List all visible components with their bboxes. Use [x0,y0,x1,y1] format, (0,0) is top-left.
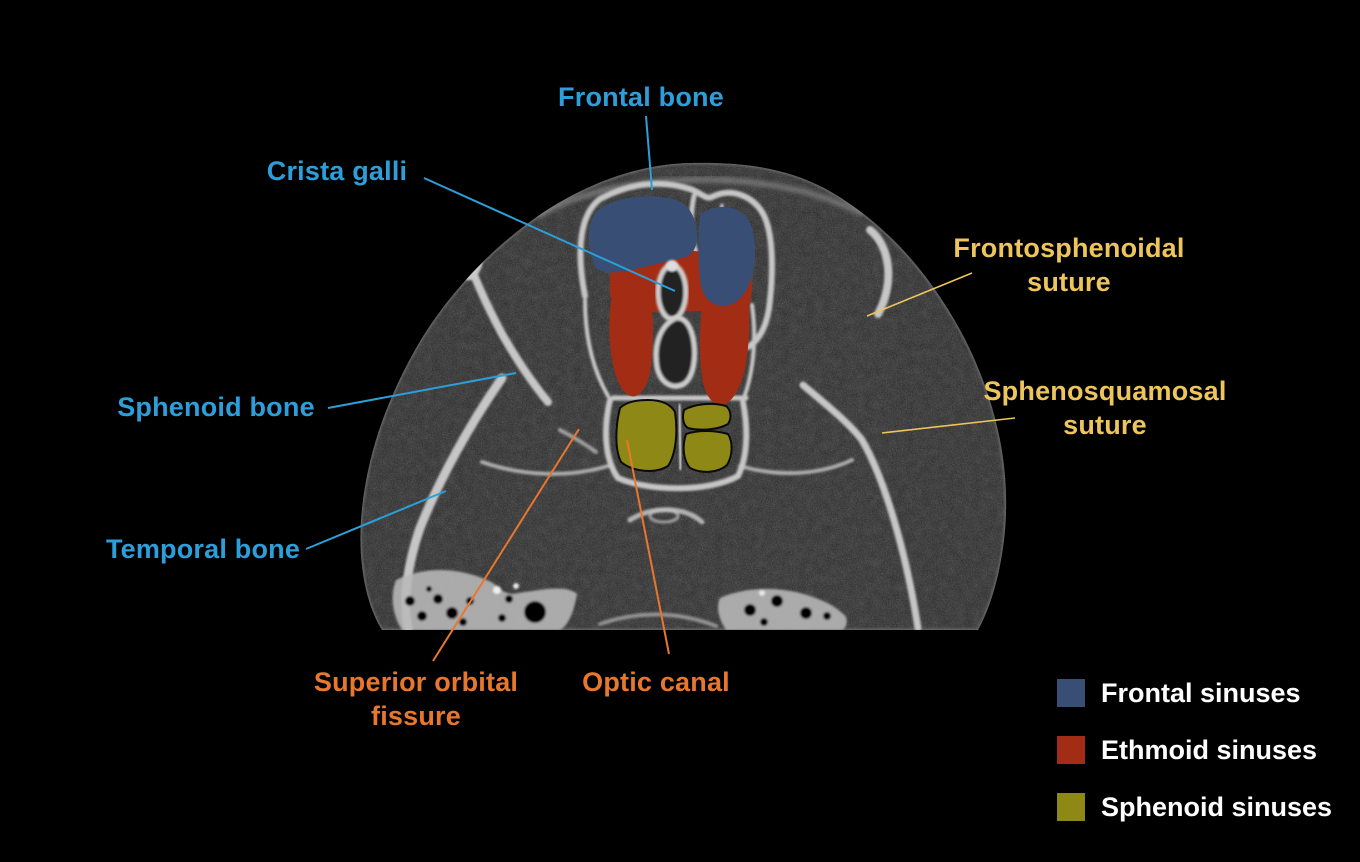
label-superior-orbital-fissure: Superior orbital fissure [314,665,518,733]
legend-label: Sphenoid sinuses [1101,792,1333,822]
label-line: Sphenosquamosal [983,376,1227,406]
label-sphenosquamosal-suture: Sphenosquamosal suture [983,374,1226,442]
frontal-sinuses-overlay [588,196,756,307]
leader-superior-orbital-fissure [432,428,580,662]
frontal-sinuses-swatch [1057,679,1085,707]
legend-item-ethmoid-sinuses: Ethmoid sinuses [1057,736,1332,764]
ethmoid-sinuses-swatch [1057,736,1085,764]
legend-label: Frontal sinuses [1101,678,1301,708]
sphenoid-sinuses-overlay [615,398,733,473]
legend-item-frontal-sinuses: Frontal sinuses [1057,679,1332,707]
leader-sphenosquamosal-suture [881,417,1016,434]
legend-label: Ethmoid sinuses [1101,735,1318,765]
label-line: Frontosphenoidal [953,233,1185,263]
calvarial-bright-band [536,176,864,219]
label-line: Superior orbital [313,667,519,697]
sphenoid-septum [677,403,683,471]
label-line: suture [1063,410,1147,440]
label-temporal-bone: Temporal bone [105,534,301,564]
label-optic-canal: Optic canal [582,667,730,697]
sphenoid-sinuses-swatch [1057,793,1085,821]
crista-galli-structure [653,260,698,389]
label-sphenoid-bone: Sphenoid bone [117,392,315,422]
leader-lines [305,115,1016,662]
leader-sphenoid-bone [327,372,517,409]
legend-item-sphenoid-sinuses: Sphenoid sinuses [1057,793,1332,821]
label-frontal-bone: Frontal bone [558,82,724,112]
label-line: suture [1027,267,1111,297]
label-crista-galli: Crista galli [266,156,408,186]
leader-frontal-bone [645,115,653,191]
ct-head-section [360,162,1007,631]
leader-frontosphenoidal-suture [866,272,973,317]
legend: Frontal sinuses Ethmoid sinuses Sphenoid… [1057,679,1332,821]
label-frontosphenoidal-suture: Frontosphenoidal suture [953,231,1184,299]
leader-optic-canal [626,439,670,655]
leader-crista-galli [423,177,676,292]
leader-temporal-bone [305,490,447,550]
label-line: fissure [371,701,461,731]
petrous-bone-clusters [392,569,847,630]
